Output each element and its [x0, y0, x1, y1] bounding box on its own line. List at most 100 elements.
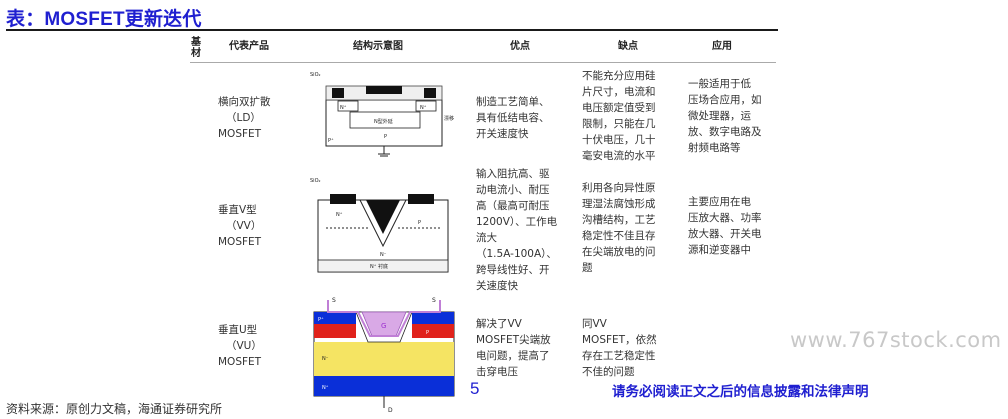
vv-label: N⁻ — [380, 252, 387, 258]
vu-label: N⁻ — [322, 356, 329, 362]
row-1-product: 横向双扩散 （LD） MOSFET — [218, 94, 271, 142]
vu-n-plus-right — [412, 312, 454, 324]
vu-label: P — [426, 330, 429, 336]
ld-label: N⁺ — [420, 105, 427, 111]
ld-label: P⁺ — [328, 138, 334, 144]
vv-source-metal-left — [330, 194, 356, 204]
pros-line: 电问题，提高了 — [476, 350, 550, 362]
pros-line: 输入阻抗高、驱 — [476, 168, 550, 180]
product-line: MOSFET — [218, 128, 262, 140]
row-2-pros: 输入阻抗高、驱 动电流小、耐压 高（最高可耐压 1200V）、工作电 流大 （1… — [476, 166, 557, 294]
row-1-app: 一般适用于低 压场合应用，如 微处理器，运 放、数字电路及 射频电路等 — [688, 76, 762, 156]
row-2-app: 主要应用在电 压放大器、功率 放大器、开关电 源和逆变器中 — [688, 194, 762, 258]
vu-n-plus-substrate — [314, 376, 454, 396]
ld-label: N⁺ — [340, 105, 347, 111]
row-1-pros: 制造工艺简单、 具有低结电容、 开关速度快 — [476, 94, 550, 142]
page-title: 表：MOSFET更新迭代 — [6, 9, 202, 30]
ld-n-plus-left — [337, 100, 359, 112]
header-rule — [190, 62, 776, 63]
pros-line: 流大 — [476, 232, 497, 244]
vv-mosfet-diagram: SiO₂ N⁺ P N⁻ N⁺ 衬底 — [310, 178, 449, 273]
header-product: 代表产品 — [229, 41, 269, 52]
vu-p-body-left — [314, 324, 356, 338]
cons-line: 稳定性不佳且存 — [582, 230, 656, 242]
vu-mosfet-diagram: S G S P⁺ P N⁻ N⁺ D — [313, 297, 455, 414]
ld-gate-metal — [366, 86, 402, 94]
app-line: 微处理器，运 — [688, 110, 751, 122]
product-line: MOSFET — [218, 356, 262, 368]
cons-line: 不能充分应用硅 — [582, 70, 656, 82]
cons-line: 限制，只能在几 — [582, 118, 656, 130]
row-3-cons: 同VV MOSFET，依然 存在工艺稳定性 不佳的问题 — [582, 316, 657, 380]
ld-label: P — [384, 134, 387, 140]
pros-line: 具有低结电容、 — [476, 112, 550, 124]
row-3-pros: 解决了VV MOSFET尖端放 电问题，提高了 击穿电压 — [476, 316, 551, 380]
ld-n-epi — [349, 111, 421, 129]
cons-line: MOSFET，依然 — [582, 334, 657, 346]
vv-label: N⁺ 衬底 — [370, 263, 388, 270]
ld-label: N型外延 — [374, 118, 393, 125]
app-line: 放大器、开关电 — [688, 228, 762, 240]
vv-label: P — [418, 220, 421, 226]
pros-line: 制造工艺简单、 — [476, 96, 550, 108]
row-2-product: 垂直V型 （VV） MOSFET — [218, 202, 261, 250]
vv-label: N⁺ — [336, 212, 343, 218]
app-line: 放、数字电路及 — [688, 126, 762, 138]
cons-line: 存在工艺稳定性 — [582, 350, 656, 362]
vu-label: S — [332, 297, 336, 304]
row-2-cons: 利用各向异性原 理湿法腐蚀形成 沟槽结构，工艺 稳定性不佳且存 在尖端放电的问 … — [582, 180, 656, 276]
header-diagram: 结构示意图 — [353, 41, 403, 52]
source-note: 资料来源：原创力文稿，海通证券研究所 — [6, 402, 223, 416]
vv-source-metal-right — [408, 194, 434, 204]
page-number: 5 — [470, 379, 480, 398]
vu-p-body-right — [412, 324, 454, 338]
row-1-cons: 不能充分应用硅 片尺寸，电流和 电压额定值受到 限制，只能在几 十伏电压，几十 … — [582, 68, 656, 164]
cons-line: 利用各向异性原 — [582, 182, 656, 194]
product-line: 垂直V型 — [218, 204, 257, 216]
cons-line: 电压额定值受到 — [582, 102, 656, 114]
cons-line: 十伏电压，几十 — [582, 134, 656, 146]
cons-line: 片尺寸，电流和 — [582, 86, 656, 98]
cons-line: 同VV — [582, 318, 607, 330]
pros-line: 开关速度快 — [476, 128, 529, 140]
legal-notice: 请务必阅读正文之后的信息披露和法律声明 — [612, 384, 869, 400]
ld-drain-metal — [424, 88, 436, 98]
vu-label: S — [432, 297, 436, 304]
cons-line: 理湿法腐蚀形成 — [582, 198, 656, 210]
ld-n-plus-right — [415, 100, 437, 112]
product-line: 横向双扩散 — [218, 96, 271, 108]
header-app: 应用 — [712, 41, 732, 52]
product-line: （VV） — [226, 220, 262, 232]
product-line: （LD） — [226, 112, 261, 124]
product-line: 垂直U型 — [218, 324, 258, 336]
vu-gate-outline — [327, 300, 441, 337]
header-cons: 缺点 — [618, 41, 638, 52]
vv-substrate — [317, 259, 449, 273]
ld-label: SiO₂ — [310, 72, 321, 78]
cons-line: 毫安电流的水平 — [582, 150, 656, 162]
app-line: 主要应用在电 — [688, 196, 751, 208]
watermark: www.767stock.com — [790, 328, 1002, 352]
vu-label: P⁺ — [318, 317, 324, 323]
cons-line: 不佳的问题 — [582, 366, 635, 378]
product-line: （VU） — [226, 340, 262, 352]
header-pros: 优点 — [510, 41, 530, 52]
pros-line: 1200V）、工作电 — [476, 216, 558, 228]
vu-label: G — [381, 322, 386, 330]
vu-label: D — [388, 407, 393, 414]
product-line: MOSFET — [218, 236, 262, 248]
row-3-product: 垂直U型 （VU） MOSFET — [218, 322, 262, 370]
vu-n-drift — [314, 342, 454, 376]
pros-line: 高（最高可耐压 — [476, 200, 550, 212]
pros-line: MOSFET尖端放 — [476, 334, 551, 346]
title-rule — [6, 29, 778, 31]
app-line: 射频电路等 — [688, 142, 741, 154]
app-line: 一般适用于低 — [688, 78, 751, 90]
cons-line: 在尖端放电的问 — [582, 246, 656, 258]
ld-source-metal — [332, 88, 344, 98]
cons-line: 沟槽结构，工艺 — [582, 214, 656, 226]
ld-label: 漂移 — [444, 115, 454, 122]
pros-line: （1.5A-100A）、 — [476, 248, 557, 260]
ld-mosfet-diagram: SiO₂ N⁺ N⁺ P N型外延 P⁺ 漂移 — [310, 72, 454, 157]
vu-n-plus-left — [314, 312, 356, 324]
